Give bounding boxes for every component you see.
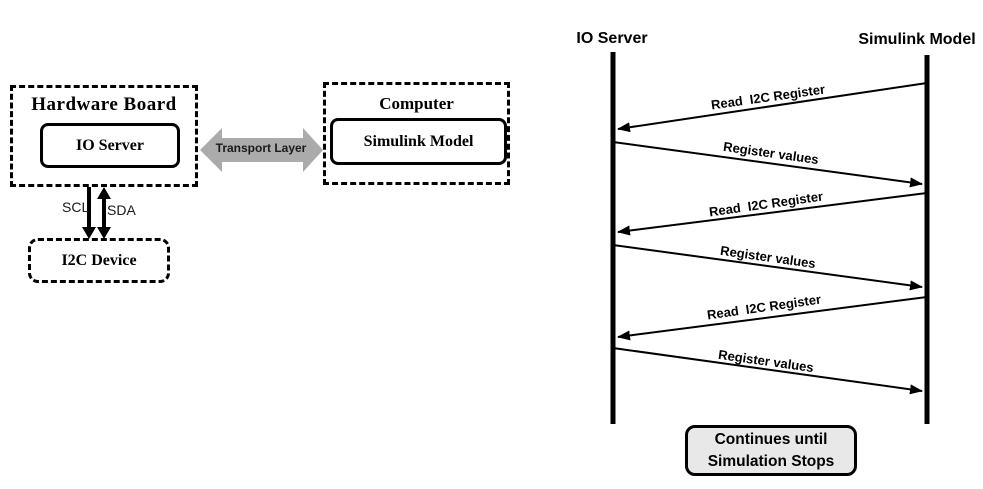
i2c-device-box: I2C Device — [28, 238, 170, 283]
computer-box: Computer — [323, 82, 510, 185]
message-label-values-2: Register values — [719, 242, 817, 272]
computer-title: Computer — [379, 94, 454, 113]
io-server-label: IO Server — [76, 136, 144, 154]
hardware-board-title: Hardware Board — [31, 94, 177, 115]
i2c-device-label: I2C Device — [61, 251, 137, 269]
io-server-lifeline-header: IO Server — [576, 30, 648, 47]
message-label-values-1: Register values — [722, 138, 820, 168]
sda-arrowhead-up-icon — [97, 187, 111, 199]
simulink-model-label: Simulink Model — [363, 132, 474, 150]
message-label-read-3: Read I2C Register — [706, 291, 822, 323]
simulink-model-box: Simulink Model — [330, 118, 507, 165]
continues-note-line2: Simulation Stops — [707, 452, 835, 470]
message-label-values-3: Register values — [717, 346, 815, 376]
io-server-box: IO Server — [40, 123, 180, 168]
hardware-board-box: Hardware Board — [10, 85, 198, 187]
scl-label: SCL — [62, 199, 90, 215]
message-label-read-1: Read I2C Register — [710, 81, 826, 113]
continues-note-box: Continues until Simulation Stops — [685, 425, 857, 476]
continues-note-line1: Continues until — [714, 430, 828, 448]
message-label-read-2: Read I2C Register — [708, 188, 824, 220]
transport-layer-label: Transport Layer — [215, 141, 307, 155]
simulink-model-lifeline-header: Simulink Model — [858, 31, 976, 48]
sda-label: SDA — [107, 202, 136, 218]
